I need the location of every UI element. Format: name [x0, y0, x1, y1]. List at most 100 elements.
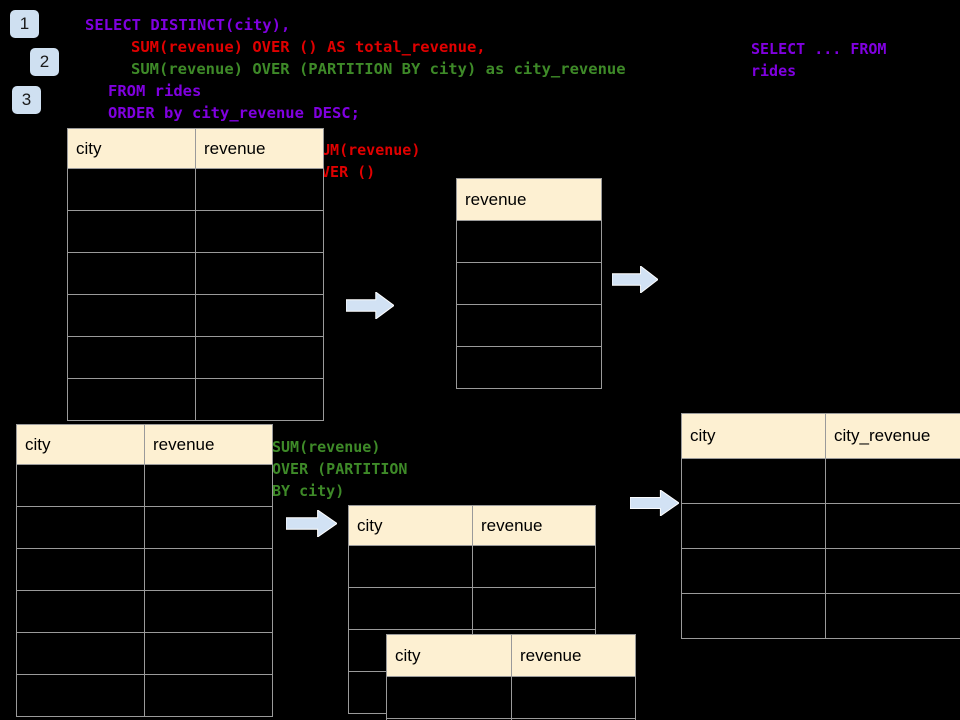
table-cell-revenue — [195, 378, 324, 421]
table-cell-revenue — [456, 346, 602, 389]
table-cell-revenue — [144, 506, 273, 549]
table-cell-revenue — [144, 674, 273, 717]
column-header-city: city — [16, 424, 145, 465]
table-row — [681, 593, 960, 639]
table-row — [67, 210, 324, 253]
table-row — [348, 545, 596, 588]
table-cell-city — [67, 378, 196, 421]
table-row — [67, 378, 324, 421]
table-row — [386, 718, 636, 720]
sql-line-1: SELECT DISTINCT(city), — [85, 16, 291, 34]
table-row — [67, 252, 324, 295]
table-cell-city — [16, 548, 145, 591]
table-cell-city — [16, 590, 145, 633]
table-row — [386, 676, 636, 719]
table-cell-city — [67, 294, 196, 337]
column-header-city: city — [348, 505, 473, 546]
column-header-revenue: revenue — [195, 128, 324, 169]
table-cell-revenue — [144, 632, 273, 675]
table-row — [456, 220, 602, 263]
column-header-city_revenue: city_revenue — [825, 413, 960, 459]
table-cell-revenue — [195, 336, 324, 379]
table-cell-revenue — [144, 590, 273, 633]
column-header-revenue: revenue — [144, 424, 273, 465]
table-cell-city — [348, 587, 473, 630]
arrow-source-to-total — [346, 292, 394, 319]
table-row — [681, 458, 960, 504]
table-cell-revenue — [472, 587, 596, 630]
table-row — [348, 587, 596, 630]
arrow-shape-icon — [286, 510, 337, 537]
column-header-revenue: revenue — [472, 505, 596, 546]
arrow-total-to-result — [612, 266, 658, 293]
column-header-city: city — [67, 128, 196, 169]
table-cell-city — [386, 676, 512, 719]
arrow-partition-to-result — [630, 490, 679, 516]
table-cell-city — [681, 593, 826, 639]
table-cell-revenue — [195, 294, 324, 337]
table-total-revenue: revenue — [456, 178, 602, 389]
table-cell-city — [16, 632, 145, 675]
annotation-sum-over-empty: SUM(revenue) OVER () — [312, 141, 421, 181]
sql-line-3: SUM(revenue) OVER (PARTITION BY city) as… — [131, 60, 626, 78]
table-row — [16, 590, 273, 633]
table-row — [67, 294, 324, 337]
table-cell-city — [16, 674, 145, 717]
column-header-revenue: revenue — [456, 178, 602, 221]
table-row — [67, 168, 324, 211]
table-row — [16, 464, 273, 507]
table-cell-revenue — [472, 545, 596, 588]
table-cell-city_revenue — [825, 548, 960, 594]
table-row — [16, 632, 273, 675]
annotation-select-from: SELECT ... FROM rides — [751, 40, 887, 80]
table-row — [456, 346, 602, 389]
table-cell-city_revenue — [825, 458, 960, 504]
table-row — [16, 506, 273, 549]
table-cell-revenue — [511, 676, 636, 719]
arrow-shape-icon — [612, 266, 658, 293]
table-cell-city_revenue — [825, 503, 960, 549]
table-cell-revenue — [144, 548, 273, 591]
column-header-city: city — [386, 634, 512, 677]
table-cell-city — [681, 458, 826, 504]
table-row — [16, 548, 273, 591]
sql-line-5: ORDER by city_revenue DESC; — [108, 104, 360, 122]
step-badge-1: 1 — [10, 10, 39, 38]
arrow-shape-icon — [346, 292, 394, 319]
sql-line-2: SUM(revenue) OVER () AS total_revenue, — [131, 38, 486, 56]
arrow-source-to-partition — [286, 510, 337, 537]
table-cell-city — [67, 252, 196, 295]
table-cell-city — [16, 506, 145, 549]
table-row — [681, 548, 960, 594]
table-row — [681, 503, 960, 549]
table-cell-revenue — [511, 718, 636, 720]
sql-line-4: FROM rides — [108, 82, 202, 100]
table-cell-revenue — [144, 464, 273, 507]
table-cell-city_revenue — [825, 593, 960, 639]
annotation-sum-over-partition: SUM(revenue) OVER (PARTITION BY city) — [272, 438, 408, 500]
table-cell-city — [16, 464, 145, 507]
column-header-revenue: revenue — [511, 634, 636, 677]
table-cell-revenue — [456, 304, 602, 347]
table-cell-revenue — [456, 220, 602, 263]
table-cell-city — [67, 210, 196, 253]
arrow-shape-icon — [630, 490, 679, 516]
table-cell-city — [681, 548, 826, 594]
table-row — [67, 336, 324, 379]
table-cell-revenue — [195, 252, 324, 295]
table-cell-city — [67, 336, 196, 379]
table-cell-city — [348, 545, 473, 588]
step-badge-3: 3 — [12, 86, 41, 114]
table-cell-revenue — [456, 262, 602, 305]
table-row — [456, 304, 602, 347]
column-header-city: city — [681, 413, 826, 459]
